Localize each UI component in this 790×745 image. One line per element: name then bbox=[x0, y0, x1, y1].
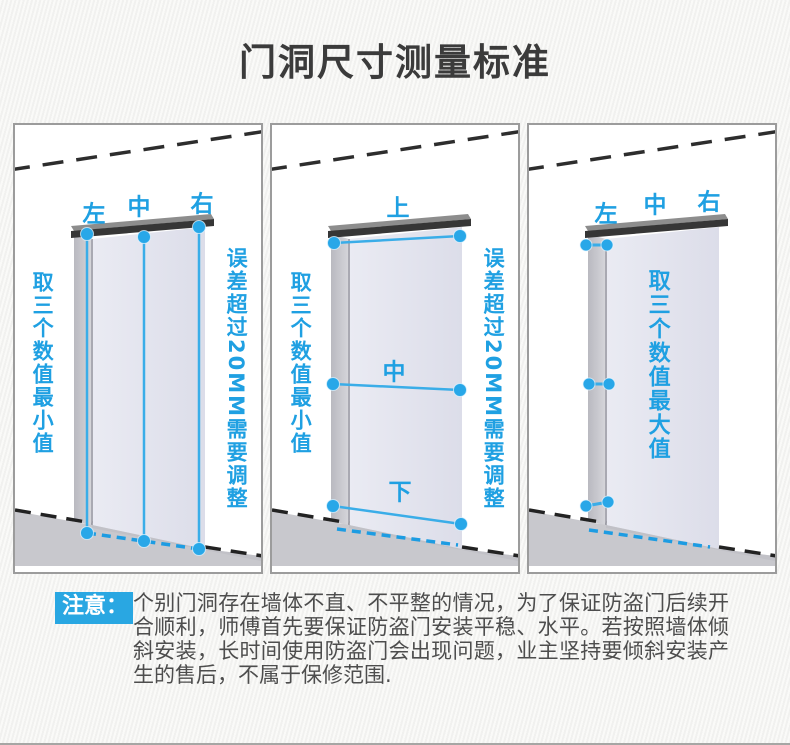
door-face bbox=[606, 227, 719, 549]
floor-dashed-line-right bbox=[204, 545, 261, 558]
note-badge: 注意： bbox=[55, 592, 134, 624]
label-middle: 中 bbox=[382, 359, 406, 386]
label-right: 右 bbox=[697, 189, 721, 216]
label-bottom: 下 bbox=[388, 479, 412, 506]
measure-dot bbox=[327, 236, 341, 250]
panel-height-measure: 上 中 下 取三个数值最小值 误差超过20MM需要调整 bbox=[270, 123, 520, 574]
panel-right-caption: 误差超过20MM需要调整 bbox=[224, 247, 249, 511]
measure-dots bbox=[326, 229, 468, 531]
measure-dots bbox=[80, 220, 206, 556]
door-jamb bbox=[331, 234, 349, 526]
door-face bbox=[92, 227, 205, 549]
floor-dashed-line-left bbox=[272, 508, 350, 525]
label-left: 左 bbox=[594, 201, 618, 228]
measure-dots bbox=[579, 238, 616, 513]
label-right: 右 bbox=[190, 191, 214, 218]
vertical-measure-lines bbox=[85, 227, 201, 549]
door-width-diagram-svg bbox=[15, 130, 261, 566]
label-middle: 中 bbox=[643, 192, 667, 219]
measure-dot bbox=[453, 383, 467, 397]
floor-dashed-line-left bbox=[529, 508, 607, 525]
door-lintel-top bbox=[328, 214, 471, 231]
label-left: 左 bbox=[82, 201, 106, 228]
horizontal-measure-lines bbox=[332, 234, 462, 526]
measure-dot bbox=[582, 377, 596, 391]
bottom-slope-dashed-line bbox=[86, 531, 200, 551]
label-top: 上 bbox=[386, 195, 410, 222]
panel-width-measure: 左 中 右 取三个数值最小值 误差超过20MM需要调整 bbox=[13, 123, 263, 574]
door-lintel-top bbox=[585, 214, 728, 231]
door-lintel bbox=[71, 219, 214, 238]
door-lintel bbox=[328, 219, 471, 238]
measure-dot bbox=[80, 227, 94, 241]
measure-dot bbox=[454, 517, 468, 531]
floor-dashed-line-right bbox=[461, 545, 518, 558]
measure-dot bbox=[602, 377, 616, 391]
bottom-slope-dashed-line bbox=[588, 528, 711, 549]
measure-dot bbox=[453, 229, 467, 243]
ceiling-dashed-line bbox=[15, 130, 261, 171]
page-title: 门洞尺寸测量标准 bbox=[239, 41, 551, 84]
door-depth-diagram-svg bbox=[529, 130, 775, 566]
measure-dot bbox=[601, 495, 615, 509]
bottom-slope-dashed-line bbox=[336, 527, 459, 547]
door-jamb bbox=[74, 234, 92, 526]
floor bbox=[272, 511, 518, 566]
panel-depth-measure: 左 中 右 取三个数值最大值 bbox=[527, 123, 777, 574]
door-lintel bbox=[585, 219, 728, 238]
measure-line-top bbox=[333, 234, 461, 245]
ceiling-dashed-line bbox=[529, 130, 775, 171]
measure-dot bbox=[600, 238, 614, 252]
panel-right-caption: 误差超过20MM需要调整 bbox=[481, 247, 506, 511]
door-jamb bbox=[588, 234, 606, 526]
measure-dot bbox=[326, 377, 340, 391]
measure-dot bbox=[137, 230, 151, 244]
door-lintel-top bbox=[71, 214, 214, 231]
measure-line-bottom bbox=[332, 504, 462, 526]
measure-dot bbox=[192, 220, 206, 234]
measure-dot bbox=[192, 542, 206, 556]
measure-dot bbox=[326, 499, 340, 513]
measure-dot bbox=[80, 526, 94, 540]
diagram-panels: 左 中 右 取三个数值最小值 误差超过20MM需要调整 bbox=[0, 123, 790, 574]
floor-shadow bbox=[92, 525, 261, 561]
panel-left-caption: 取三个数值最小值 bbox=[30, 271, 55, 455]
panel-left-caption: 取三个数值最小值 bbox=[288, 271, 313, 455]
panel-center-caption: 取三个数值最大值 bbox=[644, 269, 670, 461]
measure-dot bbox=[579, 238, 593, 252]
floor-dashed-line-right bbox=[718, 545, 775, 558]
note-section: 注意： 个别门洞存在墙体不直、不平整的情况，为了保证防盗门后续开合顺利，师傅首先… bbox=[55, 591, 762, 687]
measure-line-middle bbox=[332, 382, 461, 392]
floor-dashed-line-left bbox=[15, 508, 93, 525]
ceiling-dashed-line bbox=[272, 130, 518, 171]
measure-dot bbox=[137, 534, 151, 548]
note-text: 个别门洞存在墙体不直、不平整的情况，为了保证防盗门后续开合顺利，师傅首先要保证防… bbox=[133, 591, 730, 687]
floor-shadow bbox=[606, 525, 775, 561]
door-height-diagram-svg bbox=[272, 130, 518, 566]
measure-dot bbox=[579, 499, 593, 513]
label-middle: 中 bbox=[127, 194, 151, 221]
page-bottom-divider bbox=[0, 743, 790, 745]
